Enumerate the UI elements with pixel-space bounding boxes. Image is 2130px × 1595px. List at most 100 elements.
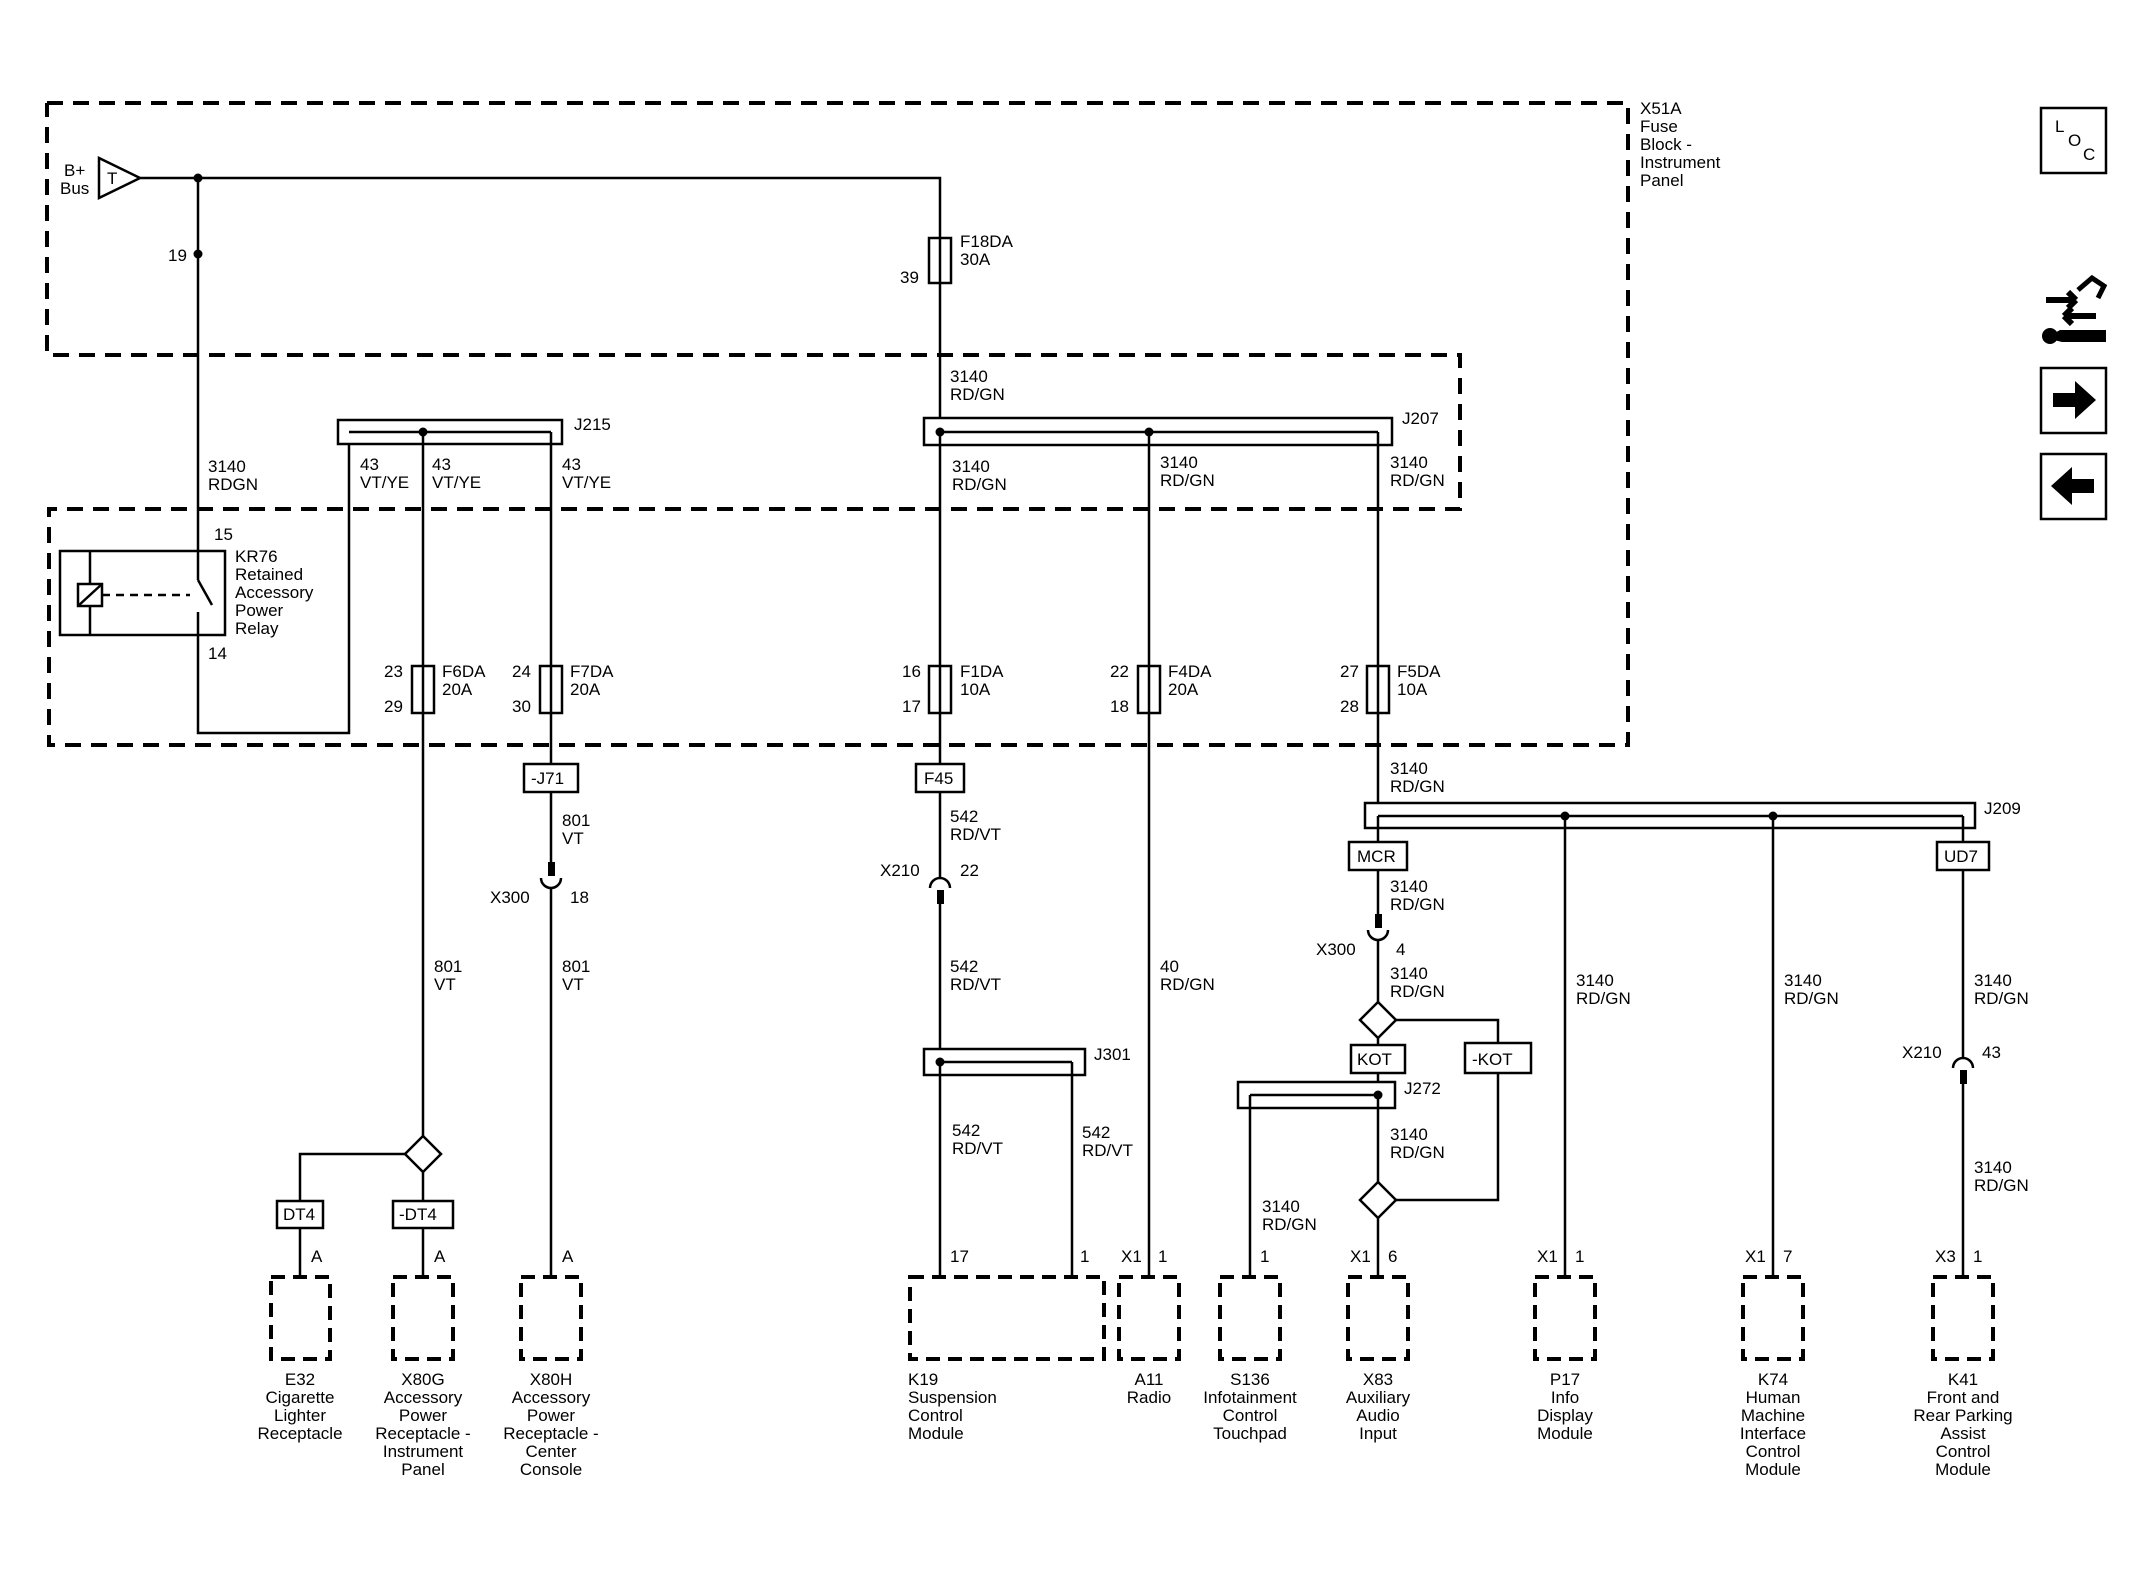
svg-text:J272: J272: [1404, 1079, 1441, 1098]
component-x80h: A X80H Accessory Power Receptacle - Cent…: [503, 1247, 598, 1479]
svg-text:3140: 3140: [1784, 971, 1822, 990]
svg-text:F1DA: F1DA: [960, 662, 1004, 681]
svg-text:F18DA: F18DA: [960, 232, 1014, 251]
svg-text:RD/GN: RD/GN: [1576, 989, 1631, 1008]
fuse-f5da: 27 28 F5DA 10A: [1340, 662, 1441, 716]
svg-text:3140: 3140: [1262, 1197, 1300, 1216]
svg-text:VT: VT: [562, 975, 584, 994]
svg-text:X300: X300: [1316, 940, 1356, 959]
relay-output-wire: [196, 430, 351, 735]
svg-text:-J71: -J71: [531, 769, 564, 788]
svg-text:X1: X1: [1537, 1247, 1558, 1266]
svg-text:RD/GN: RD/GN: [1390, 777, 1445, 796]
svg-text:Control: Control: [1223, 1406, 1278, 1425]
svg-text:Module: Module: [1537, 1424, 1593, 1443]
svg-text:27: 27: [1340, 662, 1359, 681]
svg-text:24: 24: [512, 662, 531, 681]
svg-text:Human: Human: [1746, 1388, 1801, 1407]
svg-text:Front and: Front and: [1927, 1388, 2000, 1407]
svg-text:RD/GN: RD/GN: [1974, 1176, 2029, 1195]
svg-text:1: 1: [1080, 1247, 1089, 1266]
svg-text:KR76: KR76: [235, 547, 278, 566]
svg-text:Module: Module: [1935, 1460, 1991, 1479]
svg-text:A11: A11: [1135, 1370, 1164, 1389]
svg-text:VT: VT: [562, 829, 584, 848]
svg-text:10A: 10A: [1397, 680, 1428, 699]
svg-text:Suspension: Suspension: [908, 1388, 997, 1407]
svg-text:X51A: X51A: [1640, 99, 1682, 118]
svg-text:18: 18: [1110, 697, 1129, 716]
svg-text:43: 43: [1982, 1043, 2001, 1062]
svg-text:14: 14: [208, 644, 227, 663]
svg-text:RD/VT: RD/VT: [952, 1139, 1003, 1158]
splice-j272: J272: [1236, 1079, 1441, 1110]
svg-text:Module: Module: [1745, 1460, 1801, 1479]
relay-kr76: 15 14 KR76 Retained Accessory Power Rela…: [58, 525, 314, 663]
svg-text:542: 542: [952, 1121, 980, 1140]
svg-text:3140: 3140: [1160, 453, 1198, 472]
svg-text:3140: 3140: [1390, 877, 1428, 896]
inline-connector-x300-4: X300 4: [1316, 914, 1405, 959]
svg-text:3140: 3140: [1390, 453, 1428, 472]
option-j71: [522, 762, 580, 794]
svg-text:X1: X1: [1350, 1247, 1371, 1266]
svg-text:801: 801: [562, 957, 590, 976]
loc-icon: O: [2068, 131, 2081, 150]
svg-text:VT/YE: VT/YE: [432, 473, 481, 492]
svg-text:542: 542: [950, 807, 978, 826]
connector-wrench-button[interactable]: [2042, 274, 2108, 344]
svg-text:X210: X210: [880, 861, 920, 880]
svg-text:Auxiliary: Auxiliary: [1346, 1388, 1411, 1407]
svg-text:KOT: KOT: [1357, 1050, 1392, 1069]
svg-text:Power: Power: [399, 1406, 448, 1425]
next-page-button[interactable]: [2039, 366, 2108, 435]
svg-text:3140: 3140: [1974, 1158, 2012, 1177]
svg-text:Instrument: Instrument: [383, 1442, 464, 1461]
option-merge-kot: [1358, 1180, 1398, 1220]
svg-text:RD/GN: RD/GN: [952, 475, 1007, 494]
svg-text:1: 1: [1973, 1247, 1982, 1266]
svg-text:18: 18: [570, 888, 589, 907]
component-x80g: A X80G Accessory Power Receptacle - Inst…: [375, 1247, 470, 1479]
inline-connector-x210-22: X210 22: [880, 861, 979, 904]
svg-text:Accessory: Accessory: [235, 583, 314, 602]
svg-text:A: A: [434, 1247, 446, 1266]
loc-icon: C: [2083, 145, 2095, 164]
splice-j215: J215: [336, 415, 611, 446]
svg-text:Receptacle -: Receptacle -: [375, 1424, 470, 1443]
svg-text:RD/GN: RD/GN: [1784, 989, 1839, 1008]
svg-text:20A: 20A: [442, 680, 473, 699]
splice-j301: J301: [922, 1045, 1131, 1077]
option-split-kot: [1358, 1000, 1398, 1040]
svg-text:Center: Center: [525, 1442, 576, 1461]
svg-text:RD/GN: RD/GN: [1390, 471, 1445, 490]
locator-button[interactable]: L O C: [2039, 106, 2108, 175]
svg-text:801: 801: [562, 811, 590, 830]
svg-text:VT/YE: VT/YE: [562, 473, 611, 492]
svg-text:30A: 30A: [960, 250, 991, 269]
svg-text:RDGN: RDGN: [208, 475, 258, 494]
svg-text:RD/VT: RD/VT: [950, 975, 1001, 994]
option-ud7: [1935, 840, 1991, 872]
component-x83: X1 6 X83 Auxiliary Audio Input: [1346, 1247, 1411, 1443]
svg-text:F4DA: F4DA: [1168, 662, 1212, 681]
option-split-dt4: [403, 1134, 443, 1174]
svg-text:3140: 3140: [1390, 964, 1428, 983]
svg-text:Touchpad: Touchpad: [1213, 1424, 1287, 1443]
svg-text:Accessory: Accessory: [512, 1388, 591, 1407]
svg-text:X300: X300: [490, 888, 530, 907]
component-a11: X1 1 A11 Radio: [1117, 1247, 1181, 1407]
svg-text:7: 7: [1783, 1247, 1792, 1266]
loc-icon: L: [2055, 117, 2064, 136]
option-kot: [1349, 1043, 1407, 1075]
svg-text:43: 43: [562, 455, 581, 474]
svg-text:F6DA: F6DA: [442, 662, 486, 681]
svg-text:X210: X210: [1902, 1043, 1942, 1062]
svg-text:X80H: X80H: [530, 1370, 573, 1389]
svg-text:Power: Power: [527, 1406, 576, 1425]
arrow-right-icon: [2053, 381, 2096, 419]
svg-text:E32: E32: [285, 1370, 315, 1389]
previous-page-button[interactable]: [2039, 452, 2108, 521]
svg-text:6: 6: [1388, 1247, 1397, 1266]
svg-text:23: 23: [384, 662, 403, 681]
